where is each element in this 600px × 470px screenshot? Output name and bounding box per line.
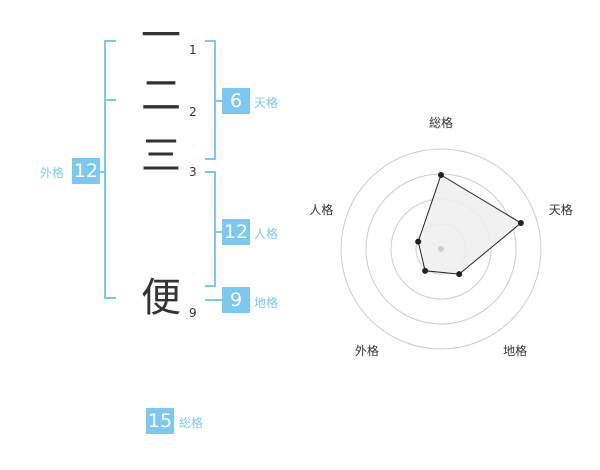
radar-axis-label-5: 人格 (309, 202, 333, 217)
radar-ring-4 (340, 148, 542, 350)
kakusu-diagram: 一 二 三 便 1 2 3 9 6 天格 12 人格 9 地格 外格 12 15… (40, 13, 279, 434)
radar-point-1 (438, 172, 444, 178)
stroke-count-1: 1 (189, 43, 197, 57)
radar-axis-label-1: 総格 (429, 115, 453, 130)
gaikaku-bracket-top (104, 40, 116, 42)
radar-point-5 (415, 238, 422, 245)
gaikaku-bracket-tick (96, 171, 106, 173)
soukaku-label: 総格 (179, 416, 204, 430)
jinkaku-value-badge: 12 (222, 219, 250, 245)
gaikaku-bracket-line (104, 40, 106, 299)
name-char-2: 二 (141, 73, 181, 119)
tenkaku-value-badge: 6 (222, 88, 250, 114)
radar-point-4 (422, 267, 429, 274)
tenkaku-bracket-tick (214, 100, 222, 102)
name-char-1: 一 (141, 13, 181, 59)
jinkaku-label: 人格 (254, 227, 279, 241)
soukaku-value-badge: 15 (146, 408, 174, 434)
jinkaku-bracket-tick (214, 231, 222, 233)
jinkaku-bracket-line (214, 171, 216, 287)
chikaku-value-badge: 9 (222, 287, 250, 313)
chikaku-label: 地格 (254, 296, 279, 310)
radar-axis-label-4: 外格 (355, 343, 379, 358)
tenkaku-bracket-top (205, 40, 216, 42)
radar-data-polygon (417, 174, 522, 275)
stroke-count-4: 9 (189, 306, 197, 320)
jinkaku-bracket-bottom (205, 285, 216, 287)
name-char-3: 三 (141, 133, 181, 179)
radar-axis-label-2: 天格 (549, 202, 573, 217)
radar-center-dot (438, 246, 444, 252)
chikaku-bracket-tick (205, 299, 222, 301)
jinkaku-bracket-top (205, 171, 216, 173)
radar-point-3 (456, 271, 463, 278)
gaikaku-bracket-divider (104, 99, 116, 101)
tenkaku-label: 天格 (254, 96, 279, 110)
radar-point-2 (517, 220, 524, 227)
stroke-count-2: 2 (189, 105, 197, 119)
radar-axis-label-3: 地格 (503, 343, 527, 358)
gaikaku-label: 外格 (40, 166, 65, 180)
stroke-count-3: 3 (189, 165, 197, 179)
name-char-4: 便 (141, 275, 181, 321)
tenkaku-bracket-bottom (205, 158, 216, 160)
gaikaku-value-badge: 12 (72, 158, 100, 184)
gaikaku-bracket-bottom (104, 297, 116, 299)
